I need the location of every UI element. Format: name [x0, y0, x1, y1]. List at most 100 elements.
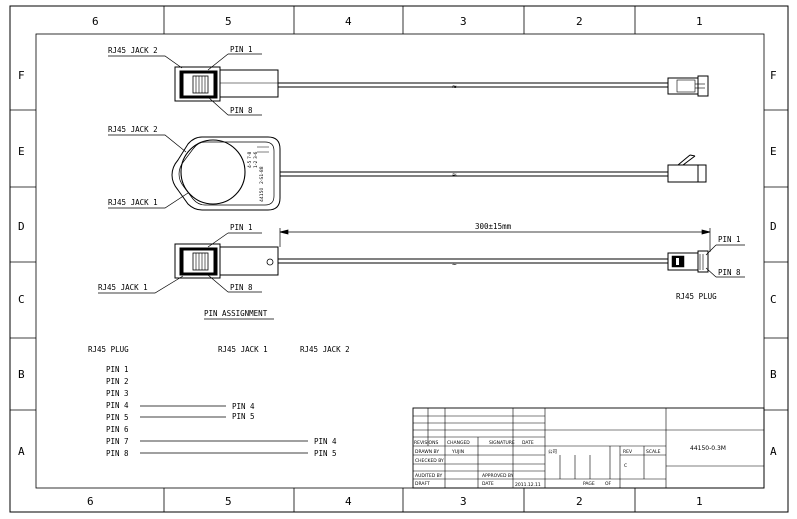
plug-pin: PIN 6	[106, 425, 129, 434]
tb-page: PAGE	[583, 481, 595, 487]
outer-frame	[9, 5, 789, 513]
col-label-bottom: 6	[87, 495, 94, 508]
label-pin8-bottom: PIN 8	[230, 283, 253, 292]
tb-scale: SCALE	[646, 449, 661, 455]
label-rj45-jack1-bottom: RJ45 JACK 1	[98, 283, 148, 292]
tb-audited-by: AUDITED BY	[415, 473, 442, 479]
label-rj45-jack2-top: RJ45 JACK 2	[108, 46, 158, 55]
col-label-bottom: 3	[460, 495, 467, 508]
col-header-plug: RJ45 PLUG	[88, 345, 129, 354]
svg-text:2-S1-88: 2-S1-88	[259, 166, 265, 184]
plug-pin: PIN 3	[106, 389, 129, 398]
row-label-right: F	[770, 69, 777, 82]
tb-company: 公司	[548, 449, 557, 455]
bottom-jack-assembly: ≈	[174, 243, 709, 279]
col-label-bottom: 1	[696, 495, 703, 508]
tb-approved-by: APPROVED BY	[482, 473, 514, 479]
tb-revisions: REVISIONS	[414, 440, 438, 446]
plug-pin: PIN 2	[106, 377, 129, 386]
plug-pin: PIN 5	[106, 413, 129, 422]
dimension-label: 300±15mm	[475, 222, 512, 231]
label-rj45-jack2-mid: RJ45 JACK 2	[108, 125, 158, 134]
row-label-left: C	[18, 293, 25, 306]
row-label-right: E	[770, 145, 777, 158]
tb-date: DATE	[522, 440, 534, 446]
row-label-right: D	[770, 220, 777, 233]
svg-text:≈: ≈	[452, 82, 457, 91]
col-label-bottom: 2	[576, 495, 583, 508]
col-label-bottom: 5	[225, 495, 232, 508]
row-label-right: C	[770, 293, 777, 306]
row-label-left: A	[18, 445, 25, 458]
jack2-pin: PIN 4	[314, 437, 337, 446]
label-pin8-top: PIN 8	[230, 106, 253, 115]
tb-date2: DATE	[482, 481, 494, 487]
housing-markings: 44150 2-S1-88 1-2 3-6 4-5 7-8	[247, 146, 269, 202]
col-label-top: 2	[576, 15, 583, 28]
overmold-bottom	[219, 246, 279, 276]
tb-changed: CHANGED	[447, 440, 470, 446]
rj45-plug-mid	[667, 164, 699, 183]
tb-drawn-by: DRAWN BY	[415, 449, 439, 455]
col-label-bottom: 4	[345, 495, 352, 508]
svg-text:1-2: 1-2	[253, 161, 259, 168]
wire-lines	[140, 405, 308, 454]
col-header-jack1: RJ45 JACK 1	[218, 345, 268, 354]
tb-rev-value: C	[624, 463, 627, 469]
top-leaders	[108, 53, 262, 116]
label-plug-pin8: PIN 8	[718, 268, 741, 277]
label-pin1-bottom: PIN 1	[230, 223, 253, 232]
label-rj45-jack1-mid: RJ45 JACK 1	[108, 198, 158, 207]
tb-draft: DRAFT	[415, 481, 430, 487]
tb-rev: REV	[623, 449, 633, 455]
title-block	[412, 407, 765, 489]
col-label-top: 3	[460, 15, 467, 28]
label-rj45-plug: RJ45 PLUG	[676, 292, 717, 301]
plug-pin: PIN 7	[106, 437, 129, 446]
housing-outline	[171, 136, 281, 211]
grid-labels: 6 5 4 3 2 1 6 5 4 3 2 1 F E D C B A F E …	[18, 15, 777, 508]
svg-text:3-6: 3-6	[253, 152, 259, 159]
row-label-left: D	[18, 220, 25, 233]
col-label-top: 5	[225, 15, 232, 28]
label-pin1-top: PIN 1	[230, 45, 253, 54]
title-block-text: REVISIONS CHANGED SIGNATURE DATE DRAWN B…	[414, 440, 726, 488]
tb-checked-by: CHECKED BY	[415, 458, 444, 464]
row-label-right: A	[770, 445, 777, 458]
tb-signature: SIGNATURE	[489, 440, 515, 446]
column-dividers	[10, 6, 788, 512]
bottom-leaders	[98, 232, 745, 294]
overmold	[219, 69, 279, 98]
row-label-left: F	[18, 69, 25, 82]
tb-drawing-number: 44150-0.3M	[690, 445, 726, 452]
label-plug-pin1: PIN 1	[718, 235, 741, 244]
top-jack-assembly: ≈	[174, 66, 709, 102]
jack1-pin: PIN 4	[232, 402, 255, 411]
svg-text:≈: ≈	[452, 259, 457, 268]
col-label-top: 4	[345, 15, 352, 28]
tb-of: OF	[605, 481, 612, 487]
mid-leaders	[108, 134, 189, 209]
dimension-line	[279, 228, 711, 252]
housing-part-no: 44150	[259, 188, 265, 202]
row-label-left: B	[18, 368, 25, 381]
inner-frame	[35, 33, 765, 489]
svg-text:≈: ≈	[452, 170, 457, 179]
pin-assignment-table: RJ45 PLUG RJ45 JACK 1 RJ45 JACK 2 PIN 1 …	[88, 345, 350, 458]
row-label-right: B	[770, 368, 777, 381]
col-label-top: 6	[92, 15, 99, 28]
col-header-jack2: RJ45 JACK 2	[300, 345, 350, 354]
y-splitter-housing: ≈	[171, 136, 707, 211]
pin-assignment-heading: PIN ASSIGNMENT	[204, 309, 268, 318]
tb-date-value: 2011.12.11	[515, 482, 541, 488]
jack1-pin: PIN 5	[232, 412, 255, 421]
plug-pin: PIN 8	[106, 449, 129, 458]
plug-pin: PIN 1	[106, 365, 129, 374]
jack2-pin: PIN 5	[314, 449, 337, 458]
col-label-top: 1	[696, 15, 703, 28]
svg-text:7-8: 7-8	[247, 152, 253, 159]
housing-dome	[180, 139, 246, 205]
plug-pin: PIN 4	[106, 401, 129, 410]
svg-text:4-5: 4-5	[247, 161, 253, 168]
